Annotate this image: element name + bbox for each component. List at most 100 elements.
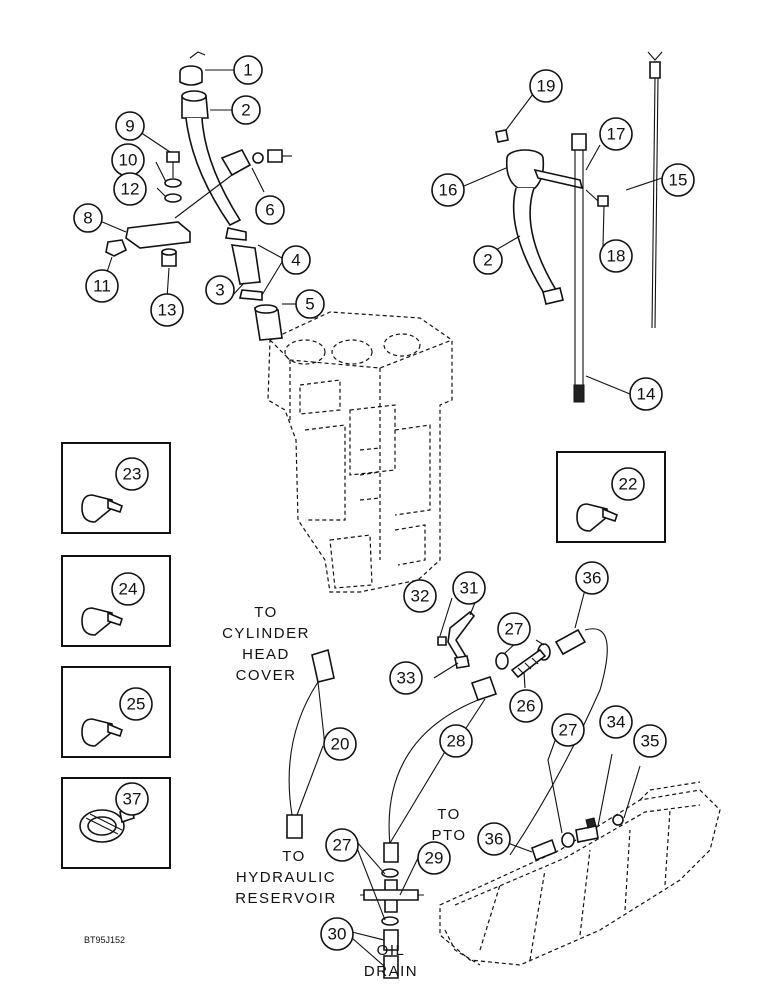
callout-14-text: 14 — [637, 385, 656, 404]
callout-4-text: 4 — [291, 251, 300, 270]
callout-31: 31 — [452, 571, 486, 605]
callout-37: 37 — [115, 782, 149, 816]
callout-4: 4 — [281, 245, 311, 275]
label-pto-to: TO — [437, 806, 461, 823]
callout-2-right-text: 2 — [483, 251, 492, 270]
callout-36-top-text: 36 — [583, 569, 602, 588]
callout-19-text: 19 — [537, 77, 556, 96]
callout-27-top-text: 27 — [505, 620, 524, 639]
callout-10-text: 10 — [119, 151, 138, 170]
callout-16: 16 — [431, 173, 465, 207]
callout-28: 28 — [439, 724, 473, 758]
clip-box-24 — [61, 555, 171, 647]
callout-3-text: 3 — [215, 281, 224, 300]
callout-30: 30 — [320, 917, 354, 951]
engine-block — [267, 311, 453, 593]
callout-25-text: 25 — [127, 695, 146, 714]
label-pto: PTO — [431, 827, 466, 844]
callout-36-top: 36 — [575, 561, 609, 595]
callout-34-text: 34 — [607, 713, 626, 732]
callout-8: 8 — [73, 203, 103, 233]
callout-27-bottom: 27 — [325, 828, 359, 862]
callout-2-right: 2 — [473, 245, 503, 275]
callout-27-right: 27 — [551, 713, 585, 747]
label-hydraulic: HYDRAULIC — [236, 869, 336, 886]
callout-18-text: 18 — [607, 247, 626, 266]
callout-23: 23 — [115, 457, 149, 491]
callout-34: 34 — [599, 705, 633, 739]
callout-27-bottom-text: 27 — [333, 836, 352, 855]
callout-3: 3 — [205, 275, 235, 305]
callout-35-text: 35 — [641, 732, 660, 751]
callout-26: 26 — [509, 689, 543, 723]
label-reservoir: RESERVOIR — [235, 890, 337, 907]
callout-22: 22 — [611, 467, 645, 501]
callout-9-text: 9 — [125, 117, 134, 136]
callout-31-text: 31 — [460, 579, 479, 598]
dipstick-tube-upper — [105, 51, 292, 341]
callout-13-text: 13 — [158, 301, 177, 320]
callout-24-text: 24 — [119, 580, 138, 599]
clip-box-22 — [556, 451, 666, 543]
callout-1-text: 1 — [243, 61, 252, 80]
leader-lines — [99, 69, 663, 967]
callout-9: 9 — [115, 111, 145, 141]
callout-5: 5 — [295, 289, 325, 319]
callout-25: 25 — [119, 687, 153, 721]
callout-17: 17 — [599, 117, 633, 151]
callout-33: 33 — [389, 661, 423, 695]
callout-20-text: 20 — [331, 735, 350, 754]
callout-32-text: 32 — [411, 587, 430, 606]
callout-1: 1 — [233, 55, 263, 85]
callout-35: 35 — [633, 724, 667, 758]
callout-12-text: 12 — [121, 180, 140, 199]
callouts: 1 2 3 4 5 6 8 9 10 12 11 13 19 17 15 16 … — [73, 55, 695, 951]
figure-code: BT95J152 — [84, 935, 125, 945]
callout-37-text: 37 — [123, 790, 142, 809]
callout-8-text: 8 — [83, 209, 92, 228]
callout-16-text: 16 — [439, 181, 458, 200]
callout-10: 10 — [111, 143, 145, 177]
label-hydraulic-to: TO — [282, 848, 306, 865]
callout-13: 13 — [150, 293, 184, 327]
callout-5-text: 5 — [305, 295, 314, 314]
callout-18: 18 — [599, 239, 633, 273]
callout-15-text: 15 — [669, 171, 688, 190]
label-cover: COVER — [236, 667, 297, 684]
callout-17-text: 17 — [607, 125, 626, 144]
callout-27-top: 27 — [497, 612, 531, 646]
clip-box-37 — [61, 777, 171, 869]
callout-28-text: 28 — [447, 732, 466, 751]
callout-36-bottom-text: 36 — [485, 830, 504, 849]
label-head: HEAD — [242, 646, 290, 663]
label-drain: DRAIN — [364, 963, 418, 980]
hose-assembly-lower — [286, 610, 624, 979]
callout-6: 6 — [255, 195, 285, 225]
callout-30-text: 30 — [328, 925, 347, 944]
callout-32: 32 — [403, 579, 437, 613]
clip-box-23 — [61, 442, 171, 534]
label-cylinder-to: TO — [254, 604, 278, 621]
text-labels: TO CYLINDER HEAD COVER TO HYDRAULIC RESE… — [84, 604, 466, 980]
oil-pan — [439, 781, 721, 966]
callout-29: 29 — [417, 841, 451, 875]
callout-26-text: 26 — [517, 697, 536, 716]
callout-11: 11 — [85, 269, 119, 303]
label-cylinder: CYLINDER — [222, 625, 310, 642]
callout-2-left: 2 — [231, 95, 261, 125]
callout-19: 19 — [529, 69, 563, 103]
callout-24: 24 — [111, 572, 145, 606]
callout-22-text: 22 — [619, 475, 638, 494]
callout-27-right-text: 27 — [559, 721, 578, 740]
dipstick-assembly-right — [495, 51, 663, 403]
callout-12: 12 — [113, 172, 147, 206]
callout-6-text: 6 — [265, 201, 274, 220]
callout-20: 20 — [323, 727, 357, 761]
callout-23-text: 23 — [123, 465, 142, 484]
callout-36-bottom: 36 — [477, 822, 511, 856]
callout-29-text: 29 — [425, 849, 444, 868]
callout-2-left-text: 2 — [241, 101, 250, 120]
callout-11-text: 11 — [93, 277, 111, 296]
